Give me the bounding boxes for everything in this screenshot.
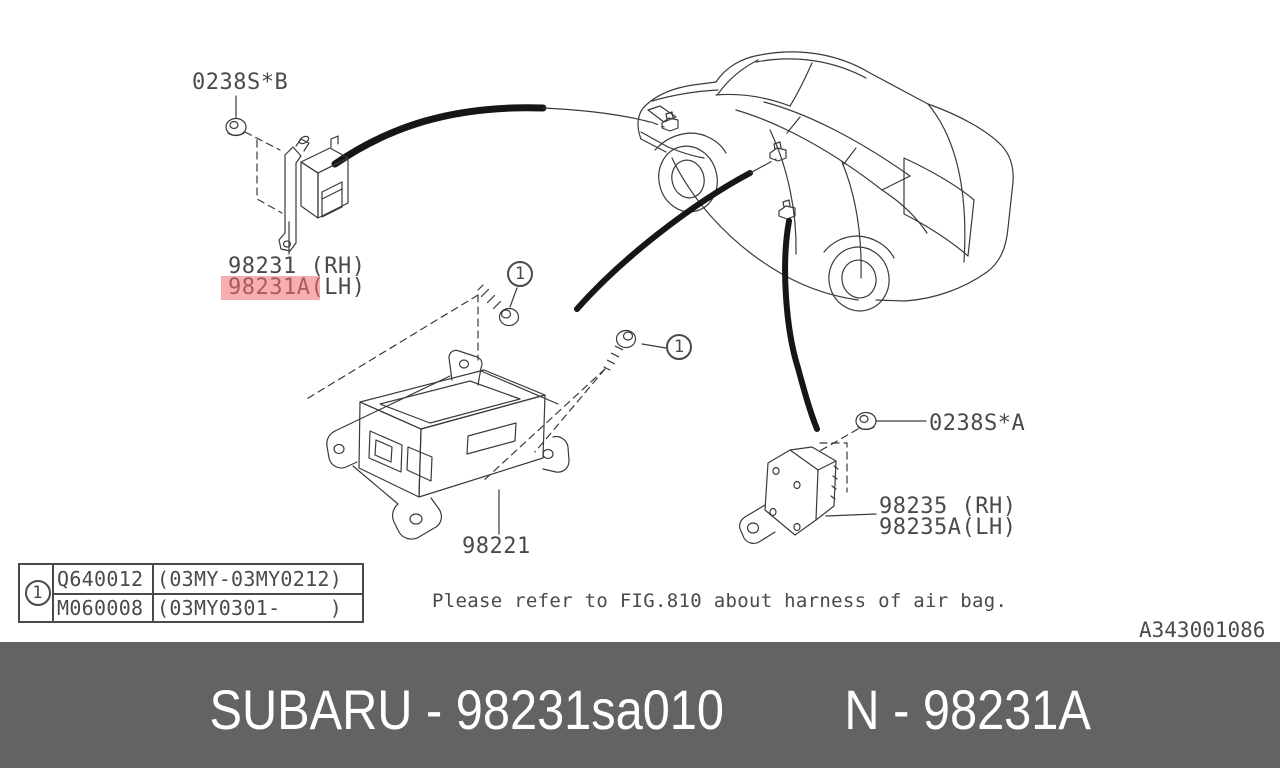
table-callout-cell: 1	[20, 565, 52, 621]
front-sensor-illustration	[225, 95, 349, 255]
label-control-module[interactable]: 98221	[462, 534, 531, 559]
label-front-sensor-bolt[interactable]: 0238S*B	[192, 70, 289, 95]
table-application-range: (03MY-03MY0212)	[152, 565, 362, 593]
control-module-illustration	[304, 284, 667, 540]
table-part-number[interactable]: M060008	[52, 593, 152, 621]
applicability-table: 1 Q640012 (03MY-03MY0212) M060008 (03MY0…	[18, 563, 364, 623]
table-callout-1: 1	[24, 580, 51, 606]
table-application-range: (03MY0301- )	[152, 593, 362, 621]
harness-note: Please refer to FIG.810 about harness of…	[432, 590, 1008, 612]
drawing-number: A343001086	[1139, 618, 1266, 642]
car-sensor-location-icons	[661, 111, 796, 220]
footer-catalog-code: SUBARU - 98231sa010	[209, 677, 724, 741]
label-rear-sensor-bolt[interactable]: 0238S*A	[929, 411, 1026, 436]
table-part-number[interactable]: Q640012	[52, 565, 152, 593]
label-front-sensor-rh[interactable]: 98231 (RH)	[228, 254, 366, 279]
label-rear-sensor-lh[interactable]: 98235A(LH)	[879, 515, 1017, 540]
diagram-line-art	[225, 51, 1014, 544]
screw-callout-1-top[interactable]: 1	[507, 261, 533, 287]
harness-leader-curves	[331, 104, 820, 432]
rear-sensor-illustration	[739, 411, 927, 544]
label-rear-sensor-rh[interactable]: 98235 (RH)	[879, 494, 1017, 519]
car-illustration	[637, 51, 1014, 312]
footer-part-ref: N - 98231A	[844, 677, 1091, 741]
footer-banner: SUBARU - 98231sa010 N - 98231A	[0, 642, 1280, 768]
screw-callout-1-right[interactable]: 1	[666, 334, 692, 360]
label-front-sensor-lh[interactable]: 98231A(LH)	[228, 275, 366, 300]
